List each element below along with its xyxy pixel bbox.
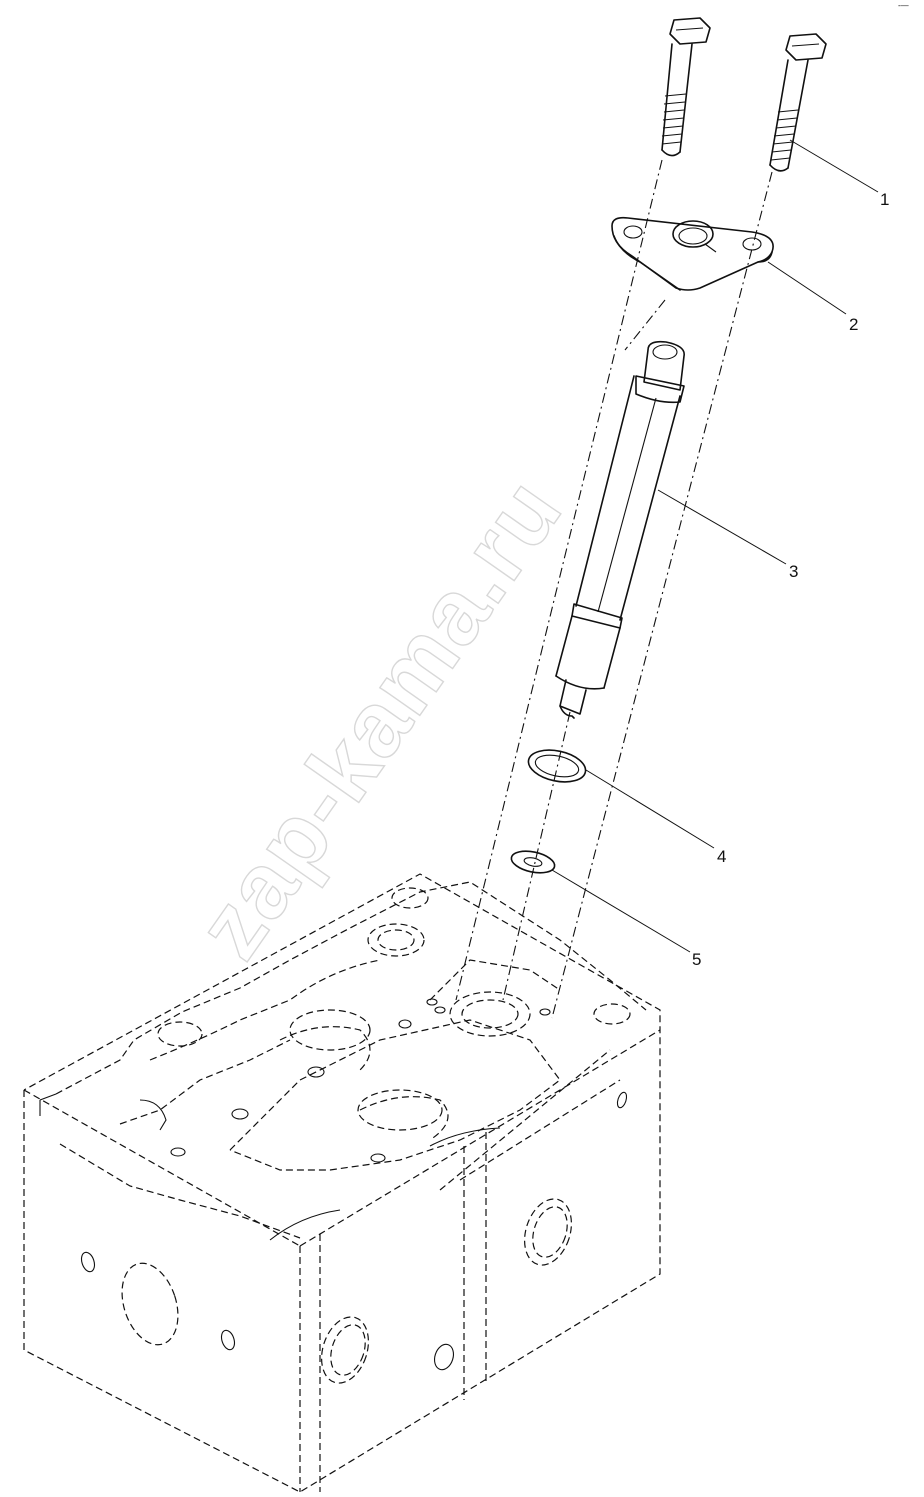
corner-mark: ‐— — [898, 1, 909, 10]
callout-1: 1 — [789, 139, 889, 209]
bolt-right — [769, 33, 827, 172]
bolt-left — [661, 17, 711, 157]
callout-5: 5 — [551, 869, 701, 969]
callout-label-2: 2 — [849, 315, 858, 334]
sealing-ring — [527, 749, 587, 783]
callout-4: 4 — [585, 769, 726, 866]
clamp-flange — [611, 216, 774, 291]
cylinder-head — [23, 873, 661, 1493]
callout-label-5: 5 — [692, 950, 701, 969]
callout-label-1: 1 — [880, 190, 889, 209]
callout-label-4: 4 — [717, 847, 726, 866]
callout-2: 2 — [767, 261, 858, 334]
callout-label-3: 3 — [789, 562, 798, 581]
assembly-centerlines — [455, 159, 773, 1019]
watermark: zap-kama.ru — [178, 460, 582, 976]
callout-3: 3 — [657, 489, 798, 581]
washer — [510, 850, 556, 874]
injector — [555, 340, 685, 719]
